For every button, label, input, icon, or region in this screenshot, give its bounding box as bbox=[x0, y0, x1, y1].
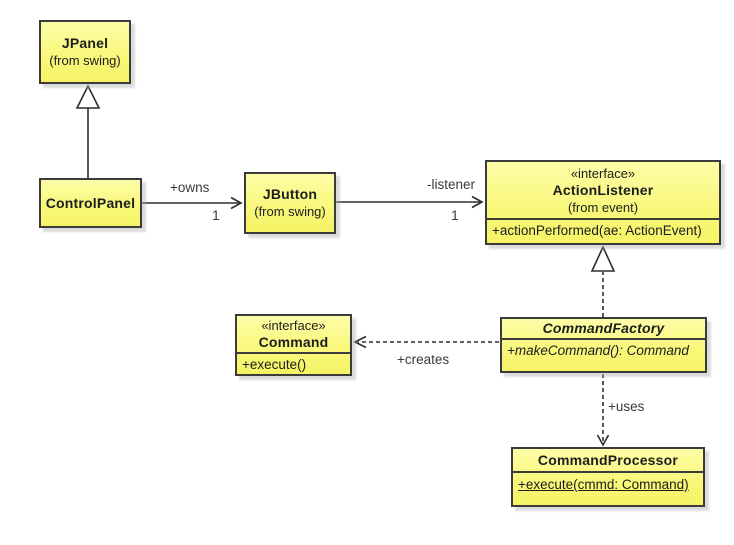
class-jpanel[interactable]: JPanel (from swing) bbox=[39, 20, 131, 84]
class-jbutton-title: JButton (from swing) bbox=[246, 174, 334, 232]
method-execute: +execute() bbox=[242, 357, 307, 372]
class-command-title: «interface» Command bbox=[237, 316, 350, 352]
class-command[interactable]: «interface» Command +execute() bbox=[235, 314, 352, 376]
class-actionlistener[interactable]: «interface» ActionListener (from event) … bbox=[485, 160, 721, 245]
from-package-label: (from event) bbox=[567, 199, 639, 215]
class-jbutton[interactable]: JButton (from swing) bbox=[244, 172, 336, 234]
generalization-controlpanel-jpanel[interactable] bbox=[75, 84, 101, 178]
class-name: CommandFactory bbox=[542, 320, 665, 336]
class-controlpanel-title: ControlPanel bbox=[41, 180, 140, 226]
open-arrowhead-icon bbox=[471, 195, 484, 209]
class-commandfactory[interactable]: CommandFactory +makeCommand(): Command bbox=[500, 317, 707, 373]
class-controlpanel[interactable]: ControlPanel bbox=[39, 178, 142, 228]
stereotype-label: «interface» bbox=[261, 318, 326, 333]
dependency-uses-label: +uses bbox=[608, 399, 645, 414]
methods-compartment: +makeCommand(): Command bbox=[502, 338, 705, 371]
association-listener[interactable] bbox=[336, 195, 484, 209]
dependency-creates[interactable] bbox=[353, 335, 499, 349]
class-name: ControlPanel bbox=[45, 194, 136, 211]
class-name: ActionListener bbox=[552, 181, 654, 198]
association-owns[interactable] bbox=[142, 196, 243, 210]
association-listener-multiplicity: 1 bbox=[451, 207, 459, 223]
method-execute-static: +execute(cmmd: Command) bbox=[518, 477, 689, 492]
realization-triangle-icon bbox=[590, 245, 616, 272]
class-commandprocessor[interactable]: CommandProcessor +execute(cmmd: Command) bbox=[511, 447, 705, 507]
open-arrowhead-icon bbox=[230, 196, 243, 210]
association-owns-multiplicity: 1 bbox=[212, 207, 220, 223]
methods-compartment: +actionPerformed(ae: ActionEvent) bbox=[487, 218, 719, 243]
association-listener-label: -listener bbox=[427, 177, 476, 192]
generalization-triangle-icon bbox=[75, 84, 101, 109]
dependency-creates-label: +creates bbox=[397, 352, 450, 367]
from-package-label: (from swing) bbox=[254, 204, 326, 219]
class-jpanel-title: JPanel (from swing) bbox=[41, 22, 129, 82]
methods-compartment: +execute() bbox=[237, 352, 350, 374]
methods-compartment: +execute(cmmd: Command) bbox=[513, 471, 703, 505]
class-name: CommandProcessor bbox=[537, 451, 679, 468]
method-makecommand: +makeCommand(): Command bbox=[507, 343, 689, 358]
dependency-uses[interactable] bbox=[596, 374, 610, 447]
class-name: Command bbox=[258, 334, 329, 350]
from-package-label: (from swing) bbox=[49, 53, 121, 68]
class-name: JButton bbox=[262, 186, 318, 202]
association-owns-label: +owns bbox=[170, 180, 210, 195]
open-arrowhead-icon bbox=[353, 335, 367, 349]
method-actionperformed: +actionPerformed(ae: ActionEvent) bbox=[492, 223, 702, 238]
realization-commandfactory-actionlistener[interactable] bbox=[590, 245, 616, 317]
class-name: JPanel bbox=[61, 35, 109, 51]
class-actionlistener-title: «interface» ActionListener (from event) bbox=[487, 162, 719, 218]
open-arrowhead-icon bbox=[596, 434, 610, 447]
class-commandprocessor-title: CommandProcessor bbox=[513, 449, 703, 471]
class-commandfactory-title: CommandFactory bbox=[502, 319, 705, 338]
stereotype-label: «interface» bbox=[570, 165, 636, 181]
